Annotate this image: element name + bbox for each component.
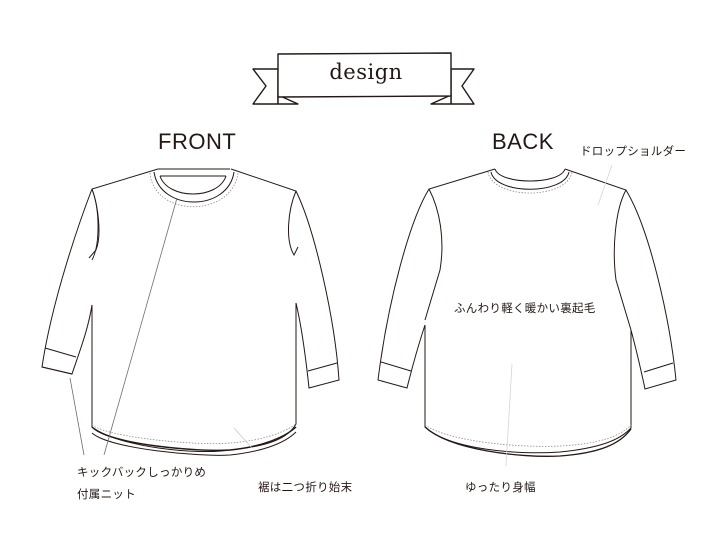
kickback-annotation: キックバックしっかりめ (77, 465, 207, 479)
back-view-title: BACK (492, 129, 554, 154)
front-leader-lines (69, 197, 253, 456)
front-view-title: FRONT (158, 129, 237, 154)
loose-body-annotation: ゆったり身幅 (465, 480, 536, 494)
front-tshirt (41, 168, 340, 456)
banner-label: design (329, 60, 403, 84)
attached-knit-annotation: 付属ニット (77, 487, 136, 501)
loose-body-leader (505, 363, 513, 467)
cuff-rib-leader (69, 377, 85, 456)
hem-leader (233, 427, 253, 449)
drop-shoulder-leader (597, 164, 613, 206)
drop-shoulder-annotation: ドロップショルダー (580, 144, 687, 158)
neck-rib-leader (103, 197, 178, 456)
back-leader-lines (505, 164, 613, 467)
hem-finish-annotation: 裾は二つ折り始末 (258, 480, 353, 494)
ribbon-banner-icon (252, 52, 475, 105)
fleece-annotation: ふんわり軽く暖かい裏起毛 (454, 301, 596, 315)
back-tshirt (377, 168, 677, 457)
